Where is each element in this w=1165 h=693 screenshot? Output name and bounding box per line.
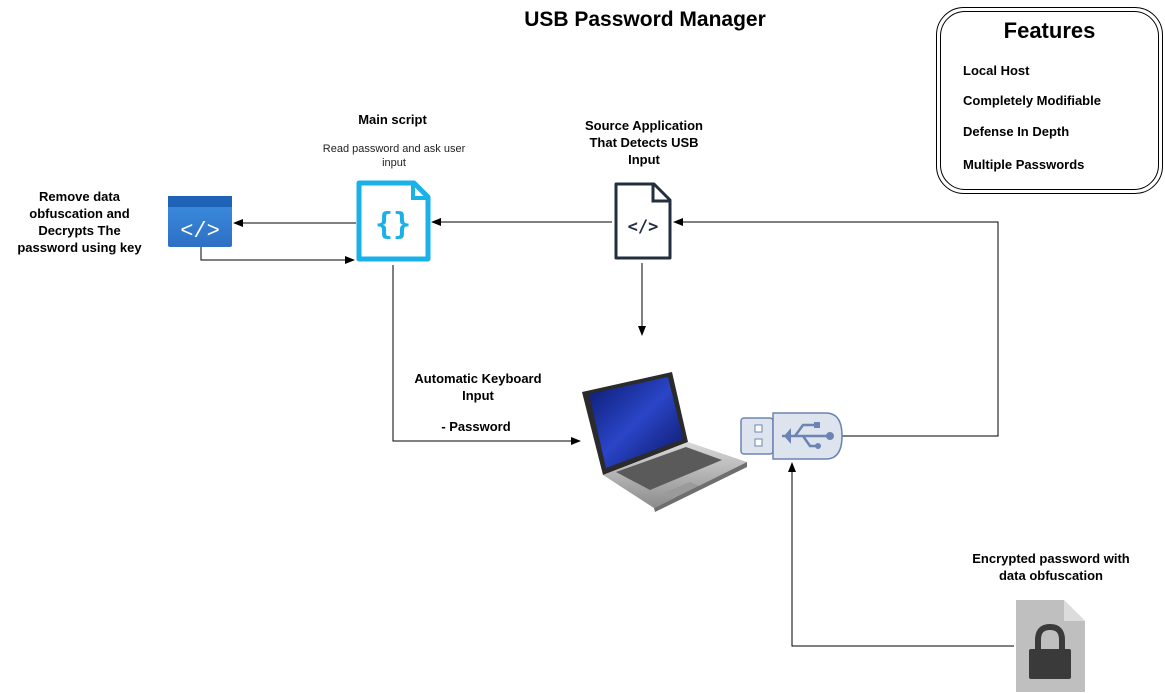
arrow-decrypt-to-script [200, 247, 355, 264]
svg-text:</>: </> [180, 219, 220, 244]
connectors [200, 218, 1014, 647]
feature-item: Defense In Depth [963, 124, 1070, 139]
feature-item: Multiple Passwords [963, 157, 1085, 172]
arrow-script-to-laptop [392, 265, 581, 445]
arrow-file-to-usb [788, 462, 1014, 647]
usb-drive-icon [740, 412, 843, 460]
svg-text:</>: </> [628, 217, 659, 237]
diagram-title: USB Password Manager [524, 8, 766, 31]
keyboard-input-label: Automatic Keyboard Input [414, 371, 542, 403]
main-script-sublabel: Read password and ask user input [322, 143, 466, 169]
features-heading: Features [1003, 18, 1096, 43]
keyboard-input-detail: - Password [441, 419, 511, 434]
locked-file-icon [1016, 600, 1085, 692]
svg-text:{}: {} [375, 207, 411, 242]
feature-item: Completely Modifiable [963, 93, 1101, 108]
main-script-label: Main script [358, 112, 427, 127]
arrow-usb-to-source [673, 218, 999, 437]
source-app-label: Source Application That Detects USB Inpu… [585, 118, 703, 167]
code-file-icon: </> [614, 182, 672, 260]
code-window-icon: </> [168, 196, 232, 247]
encrypted-file-label: Encrypted password with data obfuscation [972, 551, 1130, 583]
decrypt-label: Remove data obfuscation and Decrypts The… [17, 189, 142, 255]
features-box: Features Local Host Completely Modifiabl… [936, 7, 1163, 194]
curly-braces-file-icon: {} [356, 180, 431, 262]
laptop-icon [582, 372, 747, 512]
feature-item: Local Host [963, 63, 1030, 78]
